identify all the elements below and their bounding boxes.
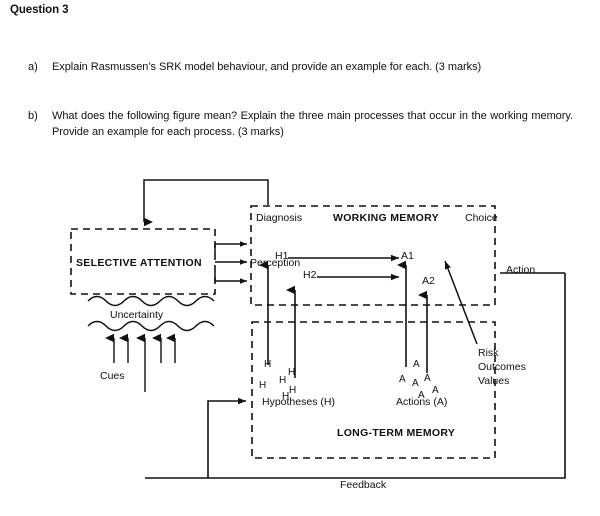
values-label: Values <box>478 375 509 387</box>
question-item-a: a) Explain Rasmussen’s SRK model behavio… <box>28 60 548 76</box>
cue-arrows <box>105 333 176 392</box>
selective-attention-box <box>70 228 216 295</box>
uncertainty-wave-bottom <box>87 320 215 332</box>
feedback-loop-path <box>145 272 566 479</box>
actions-label: Actions (A) <box>396 396 447 408</box>
hypothesis-token: H <box>264 359 271 370</box>
question-marker-b: b) <box>28 110 38 122</box>
question-marker-a: a) <box>28 61 38 73</box>
hypothesis-token: H <box>279 375 286 386</box>
action-token: A <box>432 385 439 396</box>
action-cloud: A A A A A A <box>399 359 439 401</box>
risk-label: Risk <box>478 347 499 359</box>
working-memory-box <box>250 205 496 306</box>
action-token: A <box>399 374 406 385</box>
diagnosis-label: Diagnosis <box>256 212 302 224</box>
cues-label: Cues <box>100 370 125 382</box>
action-label: Action <box>506 264 535 276</box>
attention-feedback-loop <box>143 179 269 227</box>
uncertainty-label: Uncertainty <box>110 309 164 321</box>
hypotheses-label: Hypotheses (H) <box>262 396 335 408</box>
h1-label: H1 <box>275 250 289 262</box>
question-item-b: b) What does the following figure mean? … <box>28 109 573 141</box>
hypothesis-cloud: H H H H H H <box>259 359 296 402</box>
question-text-b: What does the following figure mean? Exp… <box>52 110 573 138</box>
a1-label: A1 <box>401 250 414 262</box>
hypothesis-token: H <box>288 367 295 378</box>
ltm-to-wm-arrows <box>259 260 428 378</box>
risk-to-a1-arrow <box>444 260 478 345</box>
figure-working-memory-model: SELECTIVE ATTENTION Diagnosis WORKING ME… <box>0 160 600 516</box>
hypothesis-token: H <box>259 380 266 391</box>
action-token: A <box>424 373 431 384</box>
working-memory-label: WORKING MEMORY <box>333 212 439 224</box>
feedback-label: Feedback <box>340 479 387 491</box>
choice-label: Choice <box>465 212 498 224</box>
selective-attention-label: SELECTIVE ATTENTION <box>76 257 202 269</box>
long-term-memory-label: LONG-TERM MEMORY <box>337 427 455 439</box>
action-token: A <box>418 390 425 401</box>
hypothesis-token: H <box>282 391 289 402</box>
h2-label: H2 <box>303 269 317 281</box>
action-token: A <box>412 378 419 389</box>
question-text-a: Explain Rasmussen’s SRK model behaviour,… <box>52 61 482 73</box>
attention-to-perception-arrows <box>214 241 247 284</box>
a2-label: A2 <box>422 275 435 287</box>
hypothesis-token: H <box>289 385 296 396</box>
uncertainty-wave-top <box>87 295 215 307</box>
long-term-memory-box <box>251 321 496 459</box>
action-token: A <box>413 359 420 370</box>
page-title: Question 3 <box>10 4 69 16</box>
perception-label: Perception <box>250 257 300 269</box>
outcomes-label: Outcomes <box>478 361 526 373</box>
